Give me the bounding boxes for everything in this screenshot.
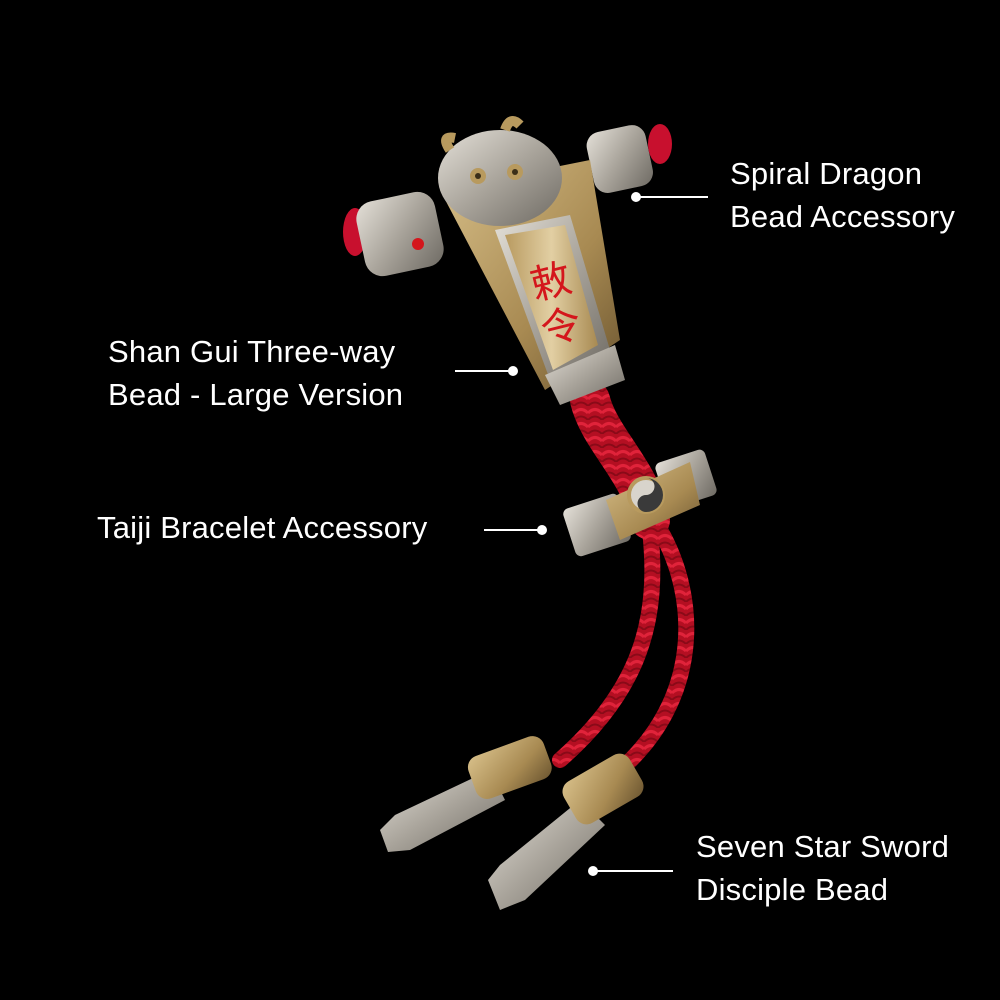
spiral-dragon-bead-left <box>343 191 444 277</box>
callout-line-1: Shan Gui Three-way <box>108 334 396 369</box>
shan-gui-three-way-bead: 敕 令 <box>438 116 625 405</box>
callout-line-1: Spiral Dragon <box>730 156 923 191</box>
callout-line-2: Disciple Bead <box>696 872 889 907</box>
callout-line-spiral-dragon <box>638 196 708 198</box>
callout-line-2: Bead - Large Version <box>108 377 404 412</box>
spiral-dragon-bead-right <box>586 124 672 193</box>
callout-dot-shan-gui <box>508 366 518 376</box>
callout-line-shan-gui <box>455 370 511 372</box>
callout-dot-spiral-dragon <box>631 192 641 202</box>
seven-star-sword-charm-right <box>488 753 644 910</box>
red-cord <box>552 380 695 778</box>
callout-line-2: Bead Accessory <box>730 199 956 234</box>
callout-line-taiji <box>484 529 540 531</box>
taiji-accessory <box>563 449 717 557</box>
callout-line-1: Seven Star Sword <box>696 829 950 864</box>
callout-dot-seven-star <box>588 866 598 876</box>
callout-label-seven-star: Seven Star Sword Disciple Bead <box>696 825 949 911</box>
callout-label-shan-gui: Shan Gui Three-way Bead - Large Version <box>108 330 403 416</box>
callout-label-spiral-dragon: Spiral Dragon Bead Accessory <box>730 152 955 238</box>
callout-dot-taiji <box>537 525 547 535</box>
callout-label-taiji: Taiji Bracelet Accessory <box>97 506 427 549</box>
callout-line-1: Taiji Bracelet Accessory <box>97 510 428 545</box>
seven-star-sword-charm-left <box>380 736 552 852</box>
callout-line-seven-star <box>595 870 673 872</box>
